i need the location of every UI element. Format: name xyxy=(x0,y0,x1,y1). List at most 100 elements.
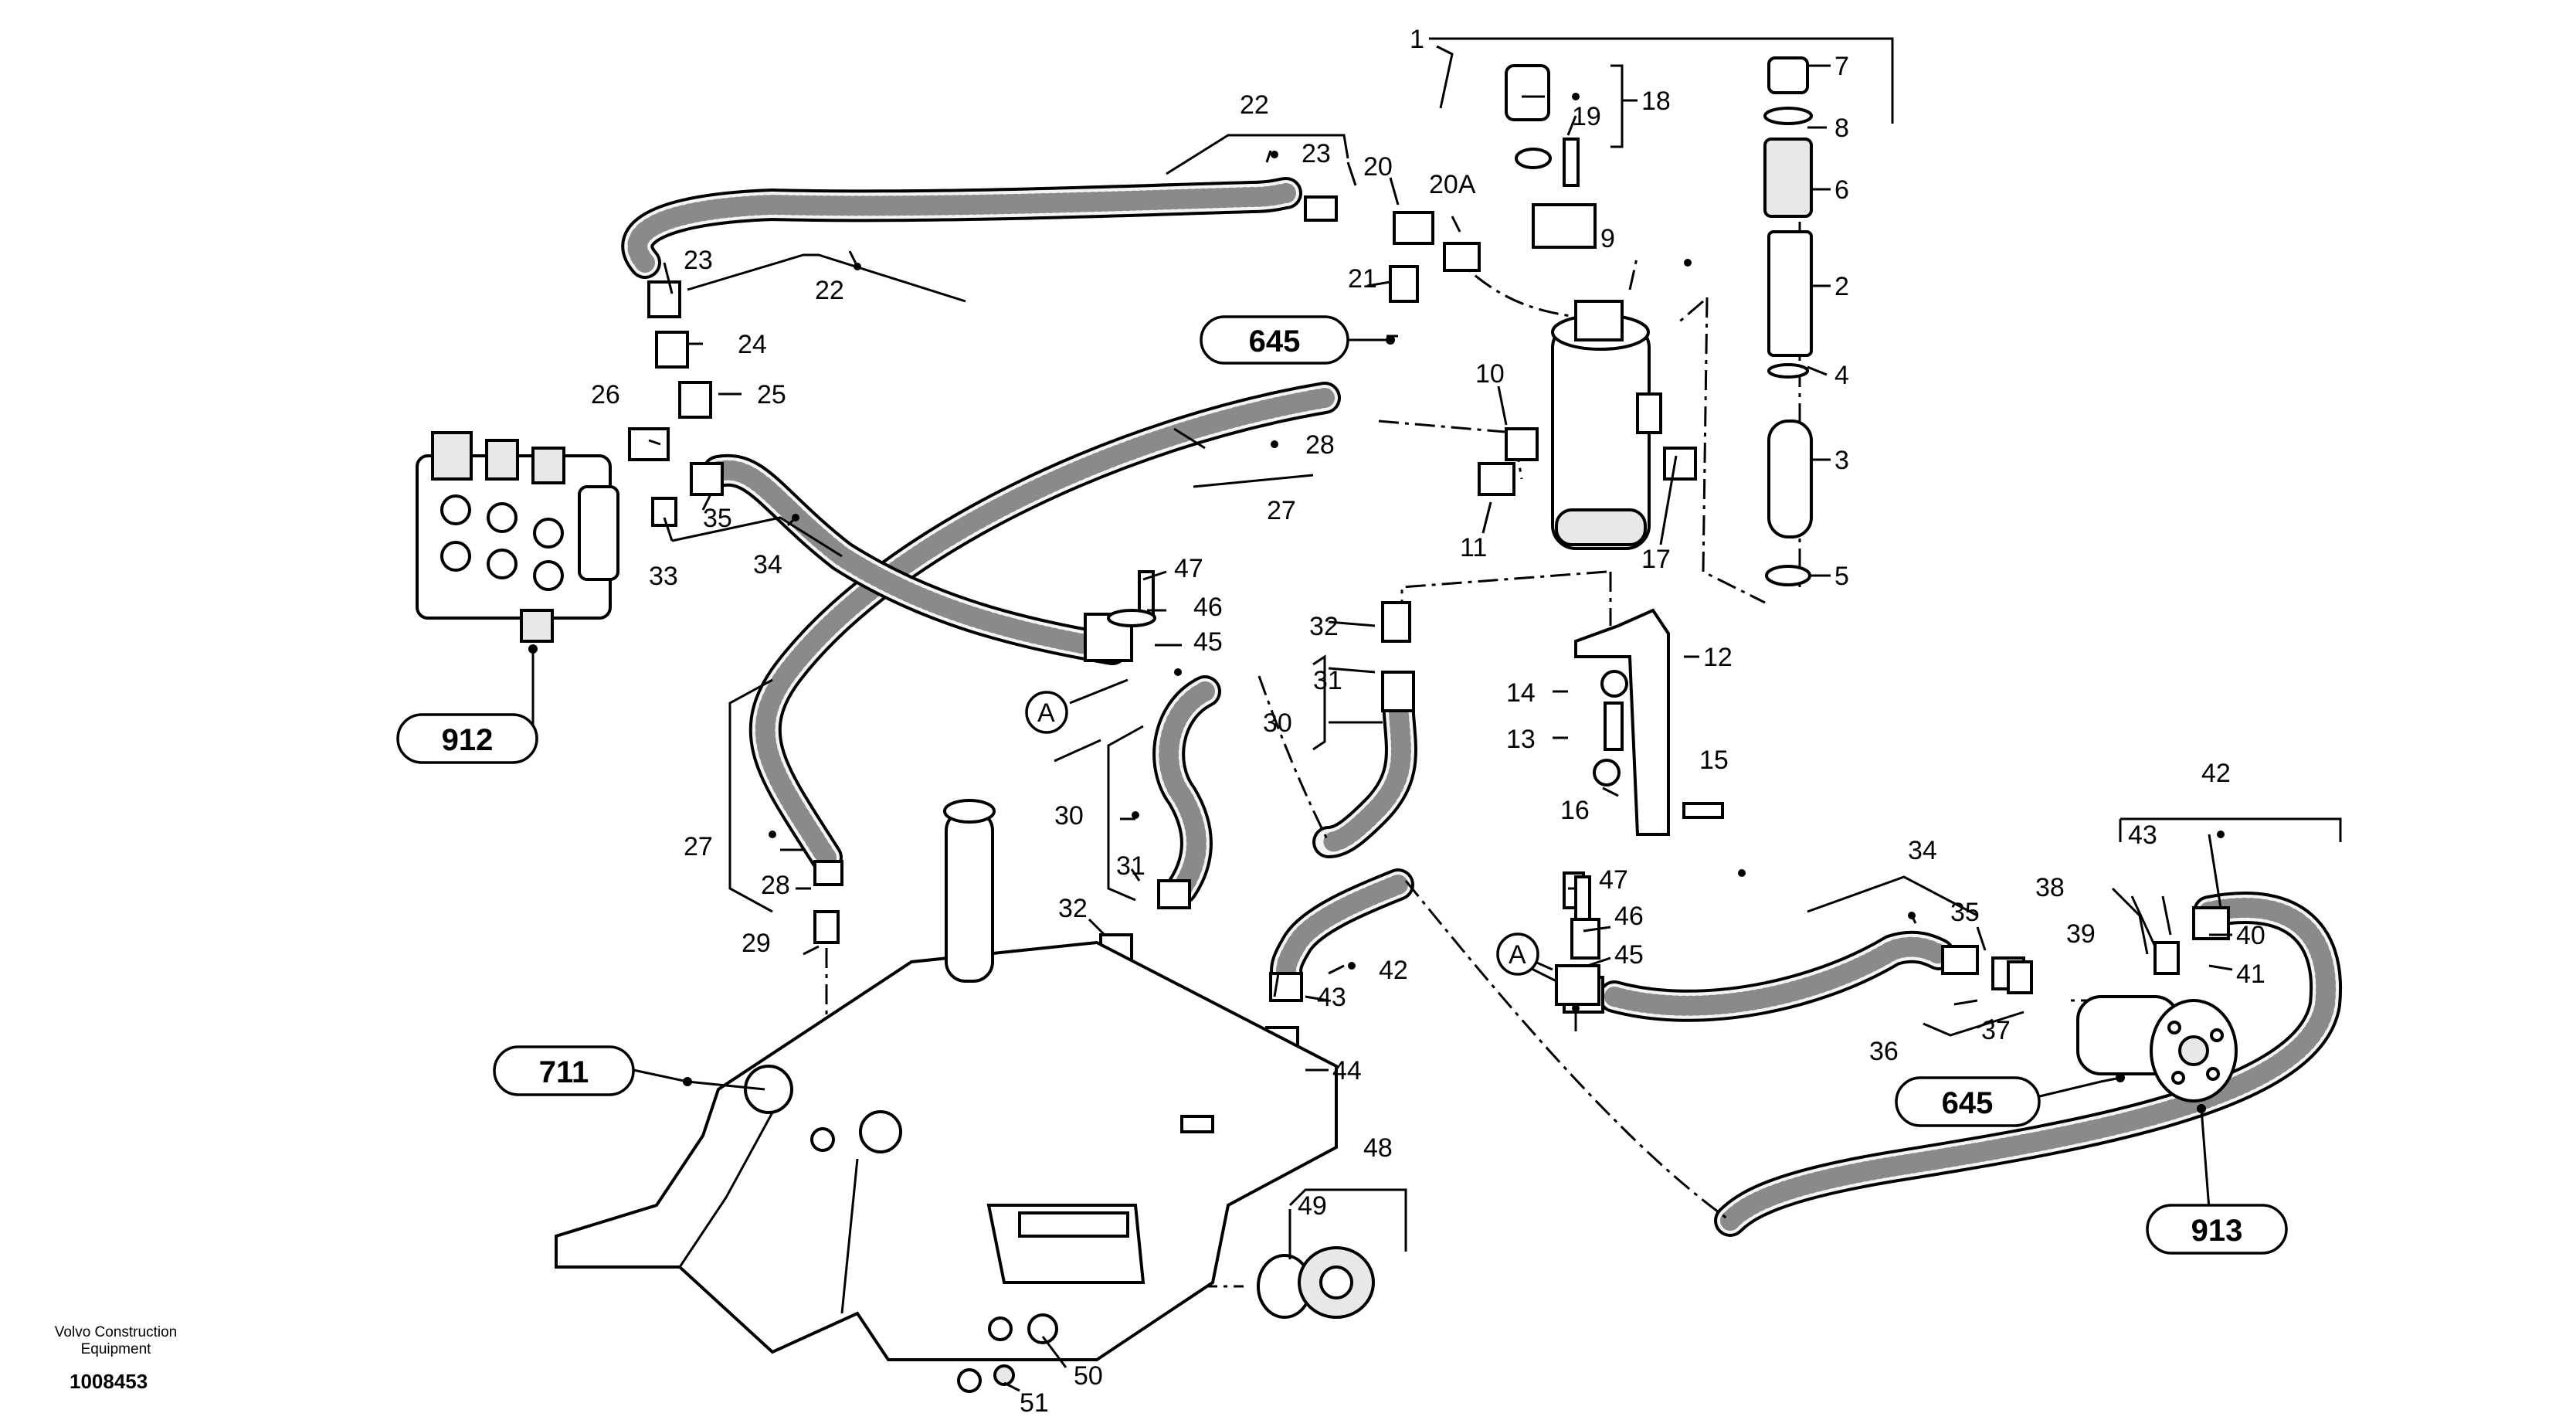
part-label: 26 xyxy=(591,380,620,409)
part-label: 17 xyxy=(1641,545,1671,574)
part-label: 46 xyxy=(1614,902,1644,931)
part-label: 12 xyxy=(1703,643,1733,672)
part-label: 47 xyxy=(1599,865,1628,895)
part-label: 31 xyxy=(1313,666,1342,695)
part-number-labels: 1 2 3 4 5 6 7 8 9 10 11 12 13 14 15 16 1… xyxy=(591,25,2265,1418)
leader-dots xyxy=(528,93,2225,1113)
part-label: 18 xyxy=(1641,87,1671,116)
part-label: 20 xyxy=(1363,152,1393,182)
part-label: 49 xyxy=(1298,1191,1327,1221)
hose-30 xyxy=(1152,675,1221,905)
part-label: 33 xyxy=(649,562,678,591)
leader-lines xyxy=(648,37,2342,1392)
hose-27 xyxy=(748,382,1341,874)
part-label: 8 xyxy=(1834,114,1849,143)
part-label: 27 xyxy=(684,832,713,861)
part-label: 46 xyxy=(1193,593,1223,622)
view-marker-label: A xyxy=(1037,698,1055,728)
part-label: 15 xyxy=(1699,746,1729,775)
control-valve xyxy=(416,431,619,643)
hose-22 xyxy=(621,177,1302,279)
ref-label: 913 xyxy=(2191,1214,2243,1248)
part-label: 20A xyxy=(1429,170,1476,199)
part-label: 37 xyxy=(1981,1016,2011,1045)
part-label: 10 xyxy=(1475,359,1505,389)
part-label: 51 xyxy=(1020,1388,1049,1418)
part-label: 24 xyxy=(738,330,767,359)
drain-plug xyxy=(957,1313,1058,1393)
part-label: 29 xyxy=(742,929,771,958)
part-label: 31 xyxy=(1116,851,1145,881)
part-label: 19 xyxy=(1572,102,1601,131)
hose-42 xyxy=(1270,868,1414,990)
mounting-bracket xyxy=(1574,608,1724,836)
hoses xyxy=(621,177,2343,1237)
ref-label: 711 xyxy=(539,1055,589,1089)
part-label: 1 xyxy=(1410,25,1424,54)
part-label: 9 xyxy=(1600,224,1615,253)
footer: Volvo Construction Equipment 1008453 xyxy=(55,1324,177,1393)
part-label: 34 xyxy=(753,550,782,579)
part-label: 23 xyxy=(684,246,713,275)
part-label: 2 xyxy=(1834,272,1849,301)
manufacturer-line-1: Volvo Construction xyxy=(55,1324,177,1340)
part-label: 43 xyxy=(1317,983,1346,1012)
part-label: 47 xyxy=(1174,554,1203,583)
part-label: 14 xyxy=(1506,678,1536,708)
reference-labels: 645 645 912 711 913 xyxy=(442,324,2243,1248)
hose-30-right xyxy=(1312,679,1417,858)
part-label: 42 xyxy=(1379,956,1408,985)
part-label: 34 xyxy=(1908,836,1937,865)
part-label: 13 xyxy=(1506,725,1536,754)
ref-label: 645 xyxy=(1942,1086,1994,1120)
part-label: 30 xyxy=(1263,708,1292,738)
part-label: 22 xyxy=(1240,90,1269,120)
part-label: 25 xyxy=(757,380,786,409)
part-label: 43 xyxy=(2128,820,2157,850)
document-number: 1008453 xyxy=(70,1370,148,1393)
part-label: 28 xyxy=(761,871,790,900)
part-label: 36 xyxy=(1869,1037,1899,1066)
part-label: 50 xyxy=(1074,1361,1103,1391)
part-label: 22 xyxy=(815,276,844,305)
part-label: 48 xyxy=(1363,1133,1393,1163)
filter-cap xyxy=(1505,64,1597,249)
brake-pump xyxy=(2076,995,2238,1102)
filter-housing xyxy=(1551,300,1662,550)
clamps xyxy=(1555,875,1600,1006)
part-label: 28 xyxy=(1305,430,1335,460)
part-label: 7 xyxy=(1834,52,1849,81)
part-label: 38 xyxy=(2035,873,2065,902)
part-label: 32 xyxy=(1058,894,1088,923)
part-label: 16 xyxy=(1560,796,1590,825)
part-label: 21 xyxy=(1348,264,1377,294)
part-label: 30 xyxy=(1054,801,1084,831)
part-label: 35 xyxy=(703,504,732,533)
part-label: 11 xyxy=(1460,533,1487,562)
part-label: 4 xyxy=(1834,361,1849,390)
hose-42-right xyxy=(1714,892,2343,1237)
part-label: 3 xyxy=(1834,446,1849,475)
ref-label: 912 xyxy=(442,723,494,757)
hose-34-right xyxy=(1598,930,1955,1022)
part-label: 27 xyxy=(1267,496,1296,525)
manufacturer-line-2: Equipment xyxy=(81,1341,152,1357)
part-label: 32 xyxy=(1309,612,1339,641)
fittings xyxy=(628,195,2230,1064)
part-label: 45 xyxy=(1614,940,1644,970)
part-label: 44 xyxy=(1332,1056,1362,1085)
ref-label: 645 xyxy=(1249,324,1301,358)
part-label: 41 xyxy=(2236,960,2265,989)
part-label: 6 xyxy=(1834,175,1849,205)
filter-element-stack xyxy=(1763,56,1813,586)
filler-cap xyxy=(1257,1246,1375,1319)
hydraulic-tank xyxy=(555,799,1338,1361)
reference-callouts xyxy=(396,315,2288,1255)
part-label: 5 xyxy=(1834,562,1849,591)
part-label: 39 xyxy=(2066,919,2096,949)
part-label: 45 xyxy=(1193,627,1223,657)
part-label: 35 xyxy=(1950,898,1980,927)
part-label: 23 xyxy=(1302,139,1331,168)
part-label: 40 xyxy=(2236,921,2265,950)
